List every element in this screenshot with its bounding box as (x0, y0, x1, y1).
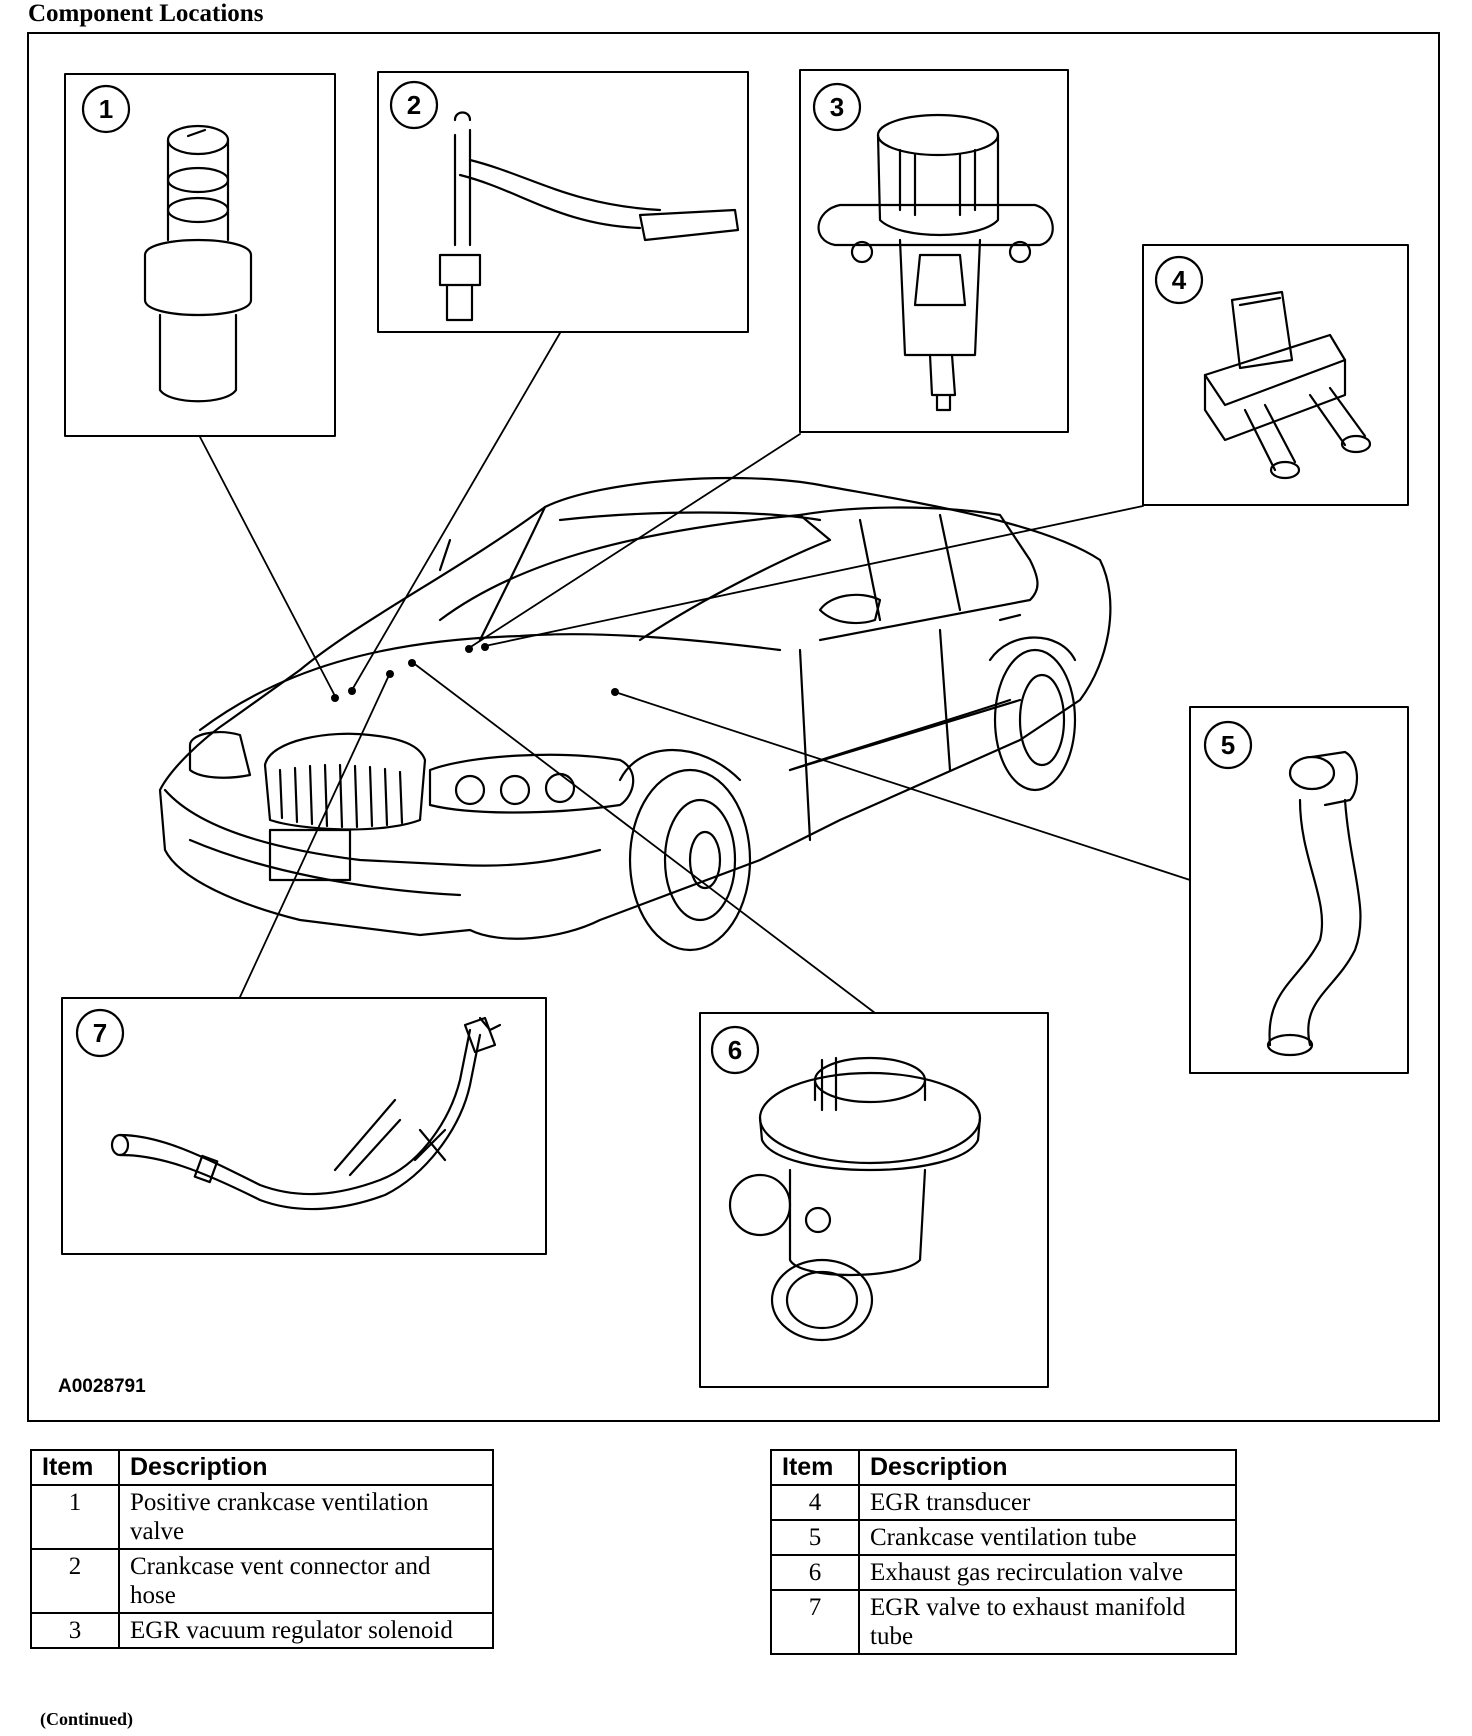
egr-exhaust-tube-icon (110, 1016, 502, 1211)
header-description: Description (858, 1449, 1237, 1486)
continued-note: (Continued) (40, 1709, 134, 1729)
panel-1 (64, 73, 336, 437)
callout-circle-6 (710, 1025, 760, 1075)
panel-7 (61, 997, 547, 1255)
item-description: EGR transducer (858, 1484, 1237, 1521)
leader-lines (199, 332, 1191, 1014)
panel-5 (1189, 706, 1409, 1074)
item-description: Positive crankcase ventilation valve (118, 1484, 494, 1550)
table-header-row: Item Description (770, 1449, 1237, 1486)
panel-3 (799, 69, 1069, 433)
item-number: 4 (770, 1484, 860, 1521)
panel-6 (699, 1012, 1049, 1388)
header-item: Item (770, 1449, 860, 1486)
item-description: Exhaust gas recirculation valve (858, 1554, 1237, 1591)
item-description: EGR valve to exhaust manifold tube (858, 1589, 1237, 1655)
item-table-2: Item Description 4 EGR transducer 5 Cran… (770, 1449, 1237, 1655)
callout-5: 5 (1221, 730, 1235, 760)
callout-7: 7 (93, 1018, 107, 1048)
callout-3: 3 (830, 92, 844, 122)
figure-id: A0028791 (58, 1376, 146, 1397)
item-number: 6 (770, 1554, 860, 1591)
table-row: 6 Exhaust gas recirculation valve (770, 1554, 1237, 1591)
callout-2: 2 (407, 90, 421, 120)
item-description: EGR vacuum regulator solenoid (118, 1612, 494, 1649)
car-illustration (158, 476, 1112, 952)
callout-6: 6 (728, 1035, 742, 1065)
table-row: 3 EGR vacuum regulator solenoid (30, 1612, 494, 1649)
egr-valve-icon (728, 1056, 982, 1342)
table-row: 7 EGR valve to exhaust manifold tube (770, 1589, 1237, 1655)
callout-circle-2 (389, 80, 439, 130)
item-description: Crankcase ventilation tube (858, 1519, 1237, 1556)
panel-2 (377, 71, 749, 333)
callout-circle-7 (75, 1008, 125, 1058)
leader-dots (331, 643, 619, 702)
item-number: 5 (770, 1519, 860, 1556)
callout-circle-4 (1154, 255, 1204, 305)
table-row: 4 EGR transducer (770, 1484, 1237, 1521)
item-number: 3 (30, 1612, 120, 1649)
callout-4: 4 (1172, 265, 1187, 295)
header-description: Description (118, 1449, 494, 1486)
vent-connector-hose-icon (438, 111, 740, 322)
callout-circle-1 (81, 84, 131, 134)
page-title: Component Locations (28, 0, 264, 27)
table-row: 5 Crankcase ventilation tube (770, 1519, 1237, 1556)
component-panels (61, 69, 1409, 1388)
table-row: 2 Crankcase vent connector and hose (30, 1548, 494, 1614)
egr-transducer-icon (1203, 290, 1372, 480)
item-number: 7 (770, 1589, 860, 1655)
item-number: 1 (30, 1484, 120, 1550)
header-item: Item (30, 1449, 120, 1486)
item-table-1: Item Description 1 Positive crankcase ve… (30, 1449, 494, 1649)
callout-circle-3 (812, 82, 862, 132)
callout-1: 1 (99, 94, 113, 124)
pcv-valve-icon (143, 124, 253, 403)
diagram-frame (27, 32, 1440, 1422)
callout-markers (75, 80, 1253, 1075)
callout-circle-5 (1203, 720, 1253, 770)
callout-labels: 1 2 3 4 5 6 7 (93, 90, 1235, 1065)
table-header-row: Item Description (30, 1449, 494, 1486)
item-description: Crankcase vent connector and hose (118, 1548, 494, 1614)
component-diagram: 1 2 3 4 5 6 7 (61, 69, 1409, 1388)
ventilation-tube-icon (1266, 750, 1362, 1057)
panel-4 (1142, 244, 1409, 506)
item-number: 2 (30, 1548, 120, 1614)
table-row: 1 Positive crankcase ventilation valve (30, 1484, 494, 1550)
vacuum-solenoid-icon (817, 113, 1054, 412)
